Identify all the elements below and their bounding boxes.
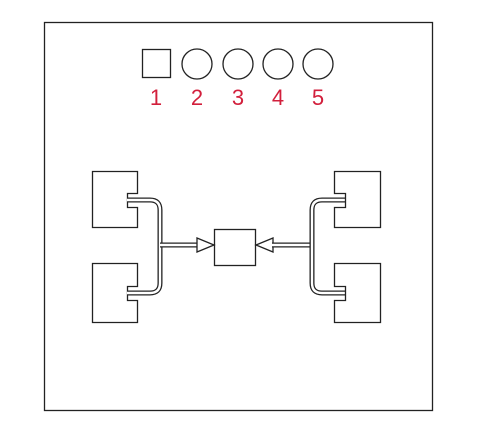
- left-top-pad: [91, 170, 139, 229]
- right-trace-inner: [310, 198, 345, 295]
- pin-5-label: 5: [312, 85, 324, 110]
- left-trace: [127, 197, 163, 296]
- right-bottom-pad: [333, 262, 382, 324]
- pin-5-pad: [302, 48, 334, 80]
- pin-3-pad: [222, 48, 254, 80]
- pin-4-pad: [262, 48, 294, 80]
- pin-3-label: 3: [232, 85, 244, 110]
- center-component: [213, 228, 257, 267]
- left-trace-inner: [127, 198, 162, 295]
- pin-1-pad: [141, 48, 172, 79]
- left-bottom-pad: [91, 262, 139, 324]
- left-arrow: [196, 237, 216, 253]
- right-arrow: [254, 237, 274, 253]
- board-outline: [43, 21, 434, 412]
- right-trace: [309, 197, 345, 296]
- right-top-pad: [333, 170, 382, 229]
- pin-1-label: 1: [150, 85, 162, 110]
- pin-2-pad: [181, 48, 213, 80]
- pin-2-label: 2: [191, 85, 203, 110]
- pin-4-label: 4: [272, 85, 284, 110]
